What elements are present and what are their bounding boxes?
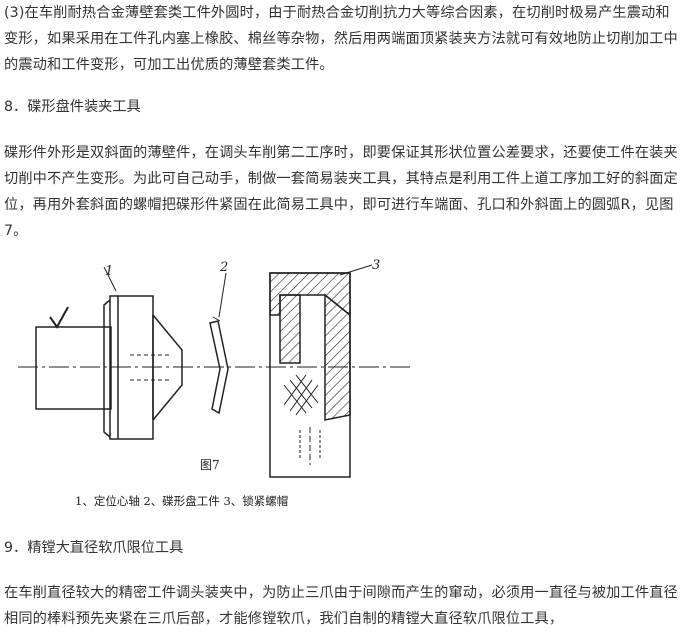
figure-title: 图7 xyxy=(200,458,220,472)
figure-7: 1 2 xyxy=(0,255,430,520)
locating-mandrel-drawing xyxy=(35,266,183,440)
label-1: 1 xyxy=(105,264,113,279)
dish-workpiece-drawing xyxy=(209,272,229,415)
paragraph-thin-wall-sleeve: (3)在车削耐热合金薄壁套类工件外圆时，由于耐热合金切削抗力大等综合因素，在切削… xyxy=(4,5,678,73)
label-3: 3 xyxy=(372,258,380,273)
label-2: 2 xyxy=(219,260,228,275)
paragraph-soft-jaw-tool: 在车削直径较大的精密工件调头装夹中，为防止三爪由于间隙而产生的窜动，必须用一直径… xyxy=(4,585,678,627)
section-heading-9: 9．精镗大直径软爪限位工具 xyxy=(4,540,184,556)
paragraph-dish-clamp: 碟形件外形是双斜面的薄壁件，在调头车削第二工序时，即要保证其形状位置公差要求，还… xyxy=(4,145,678,239)
figure-legend: 1、定位心轴 2、碟形盘工件 3、锁紧螺帽 xyxy=(75,494,288,508)
locking-nut-drawing xyxy=(269,264,373,478)
section-heading-8: 8．碟形盘件装夹工具 xyxy=(4,99,141,115)
